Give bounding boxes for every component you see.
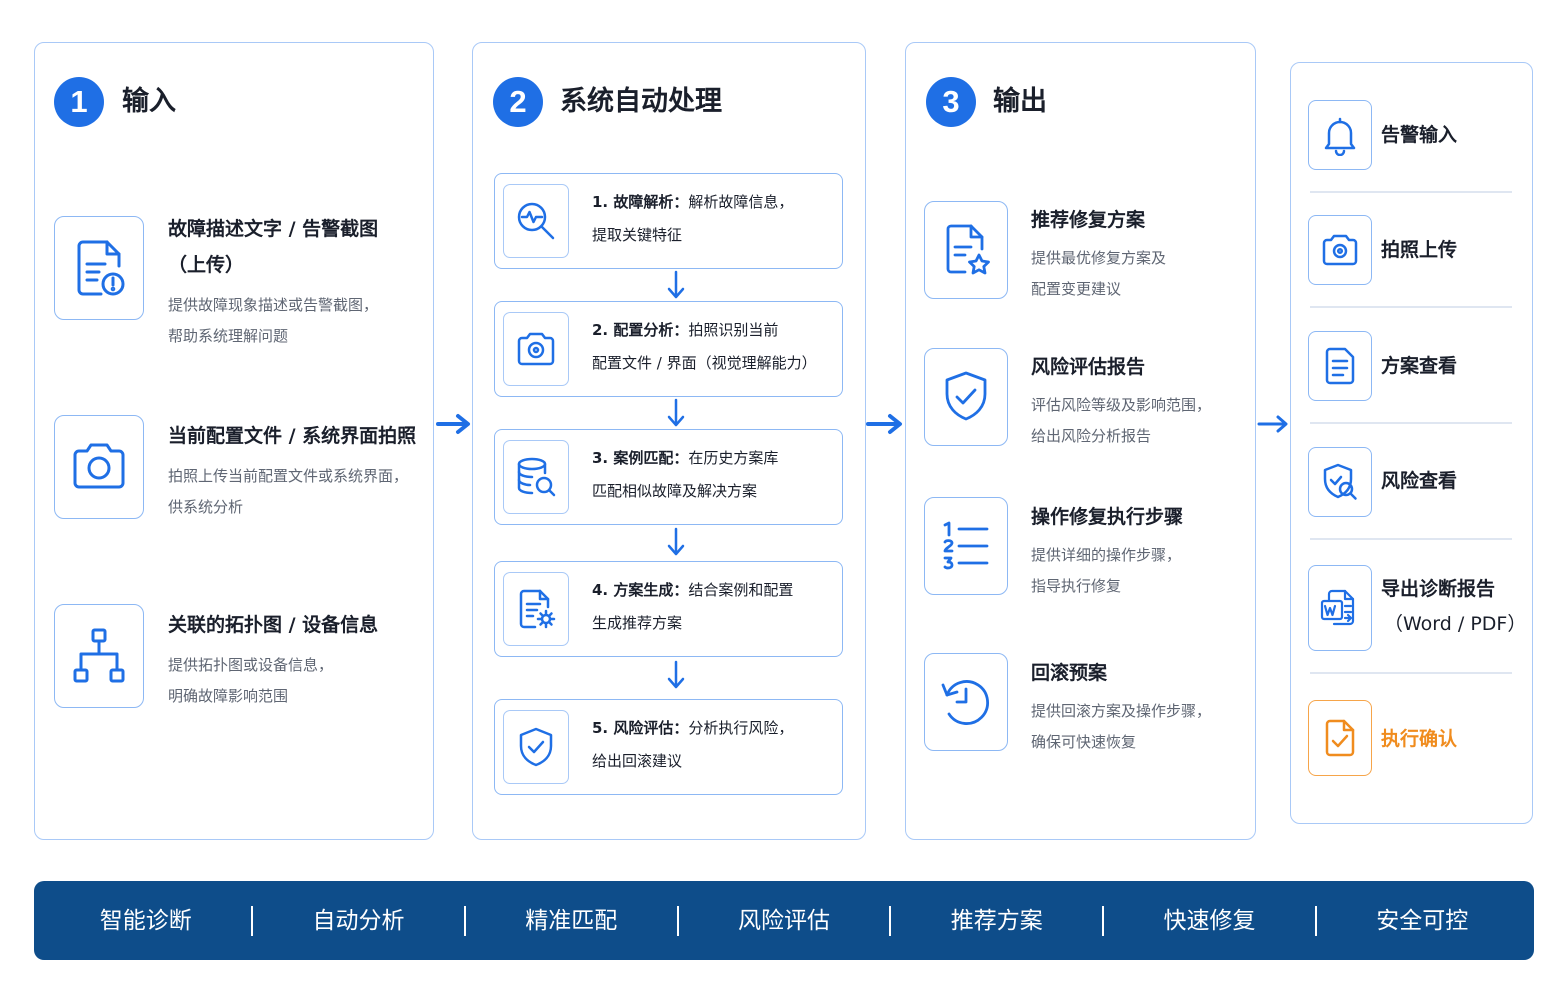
input-3-desc-2: 明确故障影响范围 [168, 687, 289, 705]
process-step-1: 1. 故障解析：解析故障信息，提取关键特征 [494, 173, 843, 269]
divider [1310, 422, 1512, 424]
process-step-2-text: 2. 配置分析：拍照识别当前配置文件 / 界面（视觉理解能力） [592, 321, 817, 372]
action-alert-input[interactable]: 告警输入 [1381, 124, 1458, 146]
output-3-desc-2: 指导执行修复 [1031, 577, 1122, 595]
feature-item: 推荐方案 [950, 907, 1043, 934]
process-step-5-text: 5. 风险评估：分析执行风险，给出回滚建议 [592, 719, 794, 770]
action-export-report[interactable]: 导出诊断报告 [1381, 578, 1496, 600]
input-1-desc-2: 帮助系统理解问题 [168, 327, 289, 345]
output-4-desc-2: 确保可快速恢复 [1031, 733, 1137, 751]
feature-item: 自动分析 [312, 907, 405, 934]
divider [1310, 672, 1512, 674]
feature-item: 快速修复 [1163, 907, 1256, 934]
shield-check-icon [503, 710, 569, 784]
action-export-format: （Word / PDF） [1384, 613, 1527, 635]
shield-search-icon[interactable] [1308, 447, 1372, 517]
document-alert-icon [54, 216, 144, 320]
output-3-title: 操作修复执行步骤 [1031, 506, 1184, 528]
topology-icon [54, 604, 144, 708]
process-step-1-text: 1. 故障解析：解析故障信息，提取关键特征 [592, 193, 794, 244]
action-execute-confirm[interactable]: 执行确认 [1381, 728, 1458, 750]
database-search-icon [503, 440, 569, 514]
arrow-down-icon [667, 398, 685, 427]
document-star-icon [924, 201, 1008, 299]
camera-icon [54, 415, 144, 519]
output-1-title: 推荐修复方案 [1031, 209, 1146, 231]
input-3-desc: 提供拓扑图或设备信息， [168, 656, 334, 674]
output-4-title: 回滚预案 [1031, 662, 1108, 684]
process-step-5: 5. 风险评估：分析执行风险，给出回滚建议 [494, 699, 843, 795]
divider [251, 905, 254, 936]
divider [1310, 538, 1512, 540]
word-export-icon[interactable] [1308, 565, 1372, 651]
input-2-desc-2: 供系统分析 [168, 498, 244, 516]
process-step-3-text: 3. 案例匹配：在历史方案库匹配相似故障及解决方案 [592, 449, 779, 500]
output-1-desc-2: 配置变更建议 [1031, 280, 1122, 298]
magnifier-pulse-icon [503, 184, 569, 258]
shield-check-icon [924, 348, 1008, 446]
action-plan-view[interactable]: 方案查看 [1381, 355, 1458, 377]
document-icon[interactable] [1308, 331, 1372, 401]
feature-item: 智能诊断 [99, 907, 192, 934]
process-step-2: 2. 配置分析：拍照识别当前配置文件 / 界面（视觉理解能力） [494, 301, 843, 397]
camera-icon [503, 312, 569, 386]
input-title: 输入 [122, 86, 176, 117]
step-number-2: 2 [493, 77, 543, 127]
output-2-title: 风险评估报告 [1031, 356, 1146, 378]
document-gear-icon [503, 572, 569, 646]
feature-bar: 智能诊断 自动分析 精准匹配 风险评估 推荐方案 快速修复 安全可控 [34, 881, 1534, 960]
divider [889, 905, 892, 936]
divider [1310, 191, 1512, 193]
step-number-1: 1 [54, 77, 104, 127]
numbered-list-icon [924, 497, 1008, 595]
output-2-desc: 评估风险等级及影响范围， [1031, 396, 1212, 414]
divider [463, 905, 466, 936]
input-2-desc: 拍照上传当前配置文件或系统界面， [168, 467, 409, 485]
input-1-desc: 提供故障现象描述或告警截图， [168, 296, 379, 314]
arrow-right-icon [1257, 415, 1288, 433]
divider [1102, 905, 1105, 936]
feature-item: 风险评估 [737, 907, 830, 934]
process-step-4: 4. 方案生成：结合案例和配置生成推荐方案 [494, 561, 843, 657]
actions-panel [1290, 62, 1533, 824]
process-step-3: 3. 案例匹配：在历史方案库匹配相似故障及解决方案 [494, 429, 843, 525]
step-number-3: 3 [926, 77, 976, 127]
process-title: 系统自动处理 [560, 86, 722, 117]
arrow-right-icon [866, 414, 902, 434]
divider [676, 905, 679, 936]
input-3-title: 关联的拓扑图 / 设备信息 [168, 614, 379, 636]
process-step-4-text: 4. 方案生成：结合案例和配置生成推荐方案 [592, 581, 794, 632]
document-check-icon[interactable] [1308, 700, 1372, 776]
output-3-desc: 提供详细的操作步骤， [1031, 546, 1182, 564]
arrow-down-icon [667, 527, 685, 556]
feature-item: 安全可控 [1376, 907, 1469, 934]
camera-icon[interactable] [1308, 215, 1372, 285]
input-1-title: 故障描述文字 / 告警截图 [168, 218, 379, 240]
divider [1314, 905, 1317, 936]
feature-item: 精准匹配 [525, 907, 618, 934]
divider [1310, 306, 1512, 308]
action-risk-view[interactable]: 风险查看 [1381, 470, 1458, 492]
arrow-down-icon [667, 660, 685, 689]
input-2-title: 当前配置文件 / 系统界面拍照 [168, 425, 417, 447]
output-1-desc: 提供最优修复方案及 [1031, 249, 1167, 267]
action-photo-upload[interactable]: 拍照上传 [1381, 239, 1458, 261]
bell-icon[interactable] [1308, 100, 1372, 170]
output-title: 输出 [993, 86, 1047, 117]
rollback-icon [924, 653, 1008, 751]
arrow-down-icon [667, 270, 685, 299]
output-2-desc-2: 给出风险分析报告 [1031, 427, 1152, 445]
arrow-right-icon [436, 414, 470, 434]
output-4-desc: 提供回滚方案及操作步骤， [1031, 702, 1212, 720]
input-1-title-note: （上传） [168, 254, 245, 276]
